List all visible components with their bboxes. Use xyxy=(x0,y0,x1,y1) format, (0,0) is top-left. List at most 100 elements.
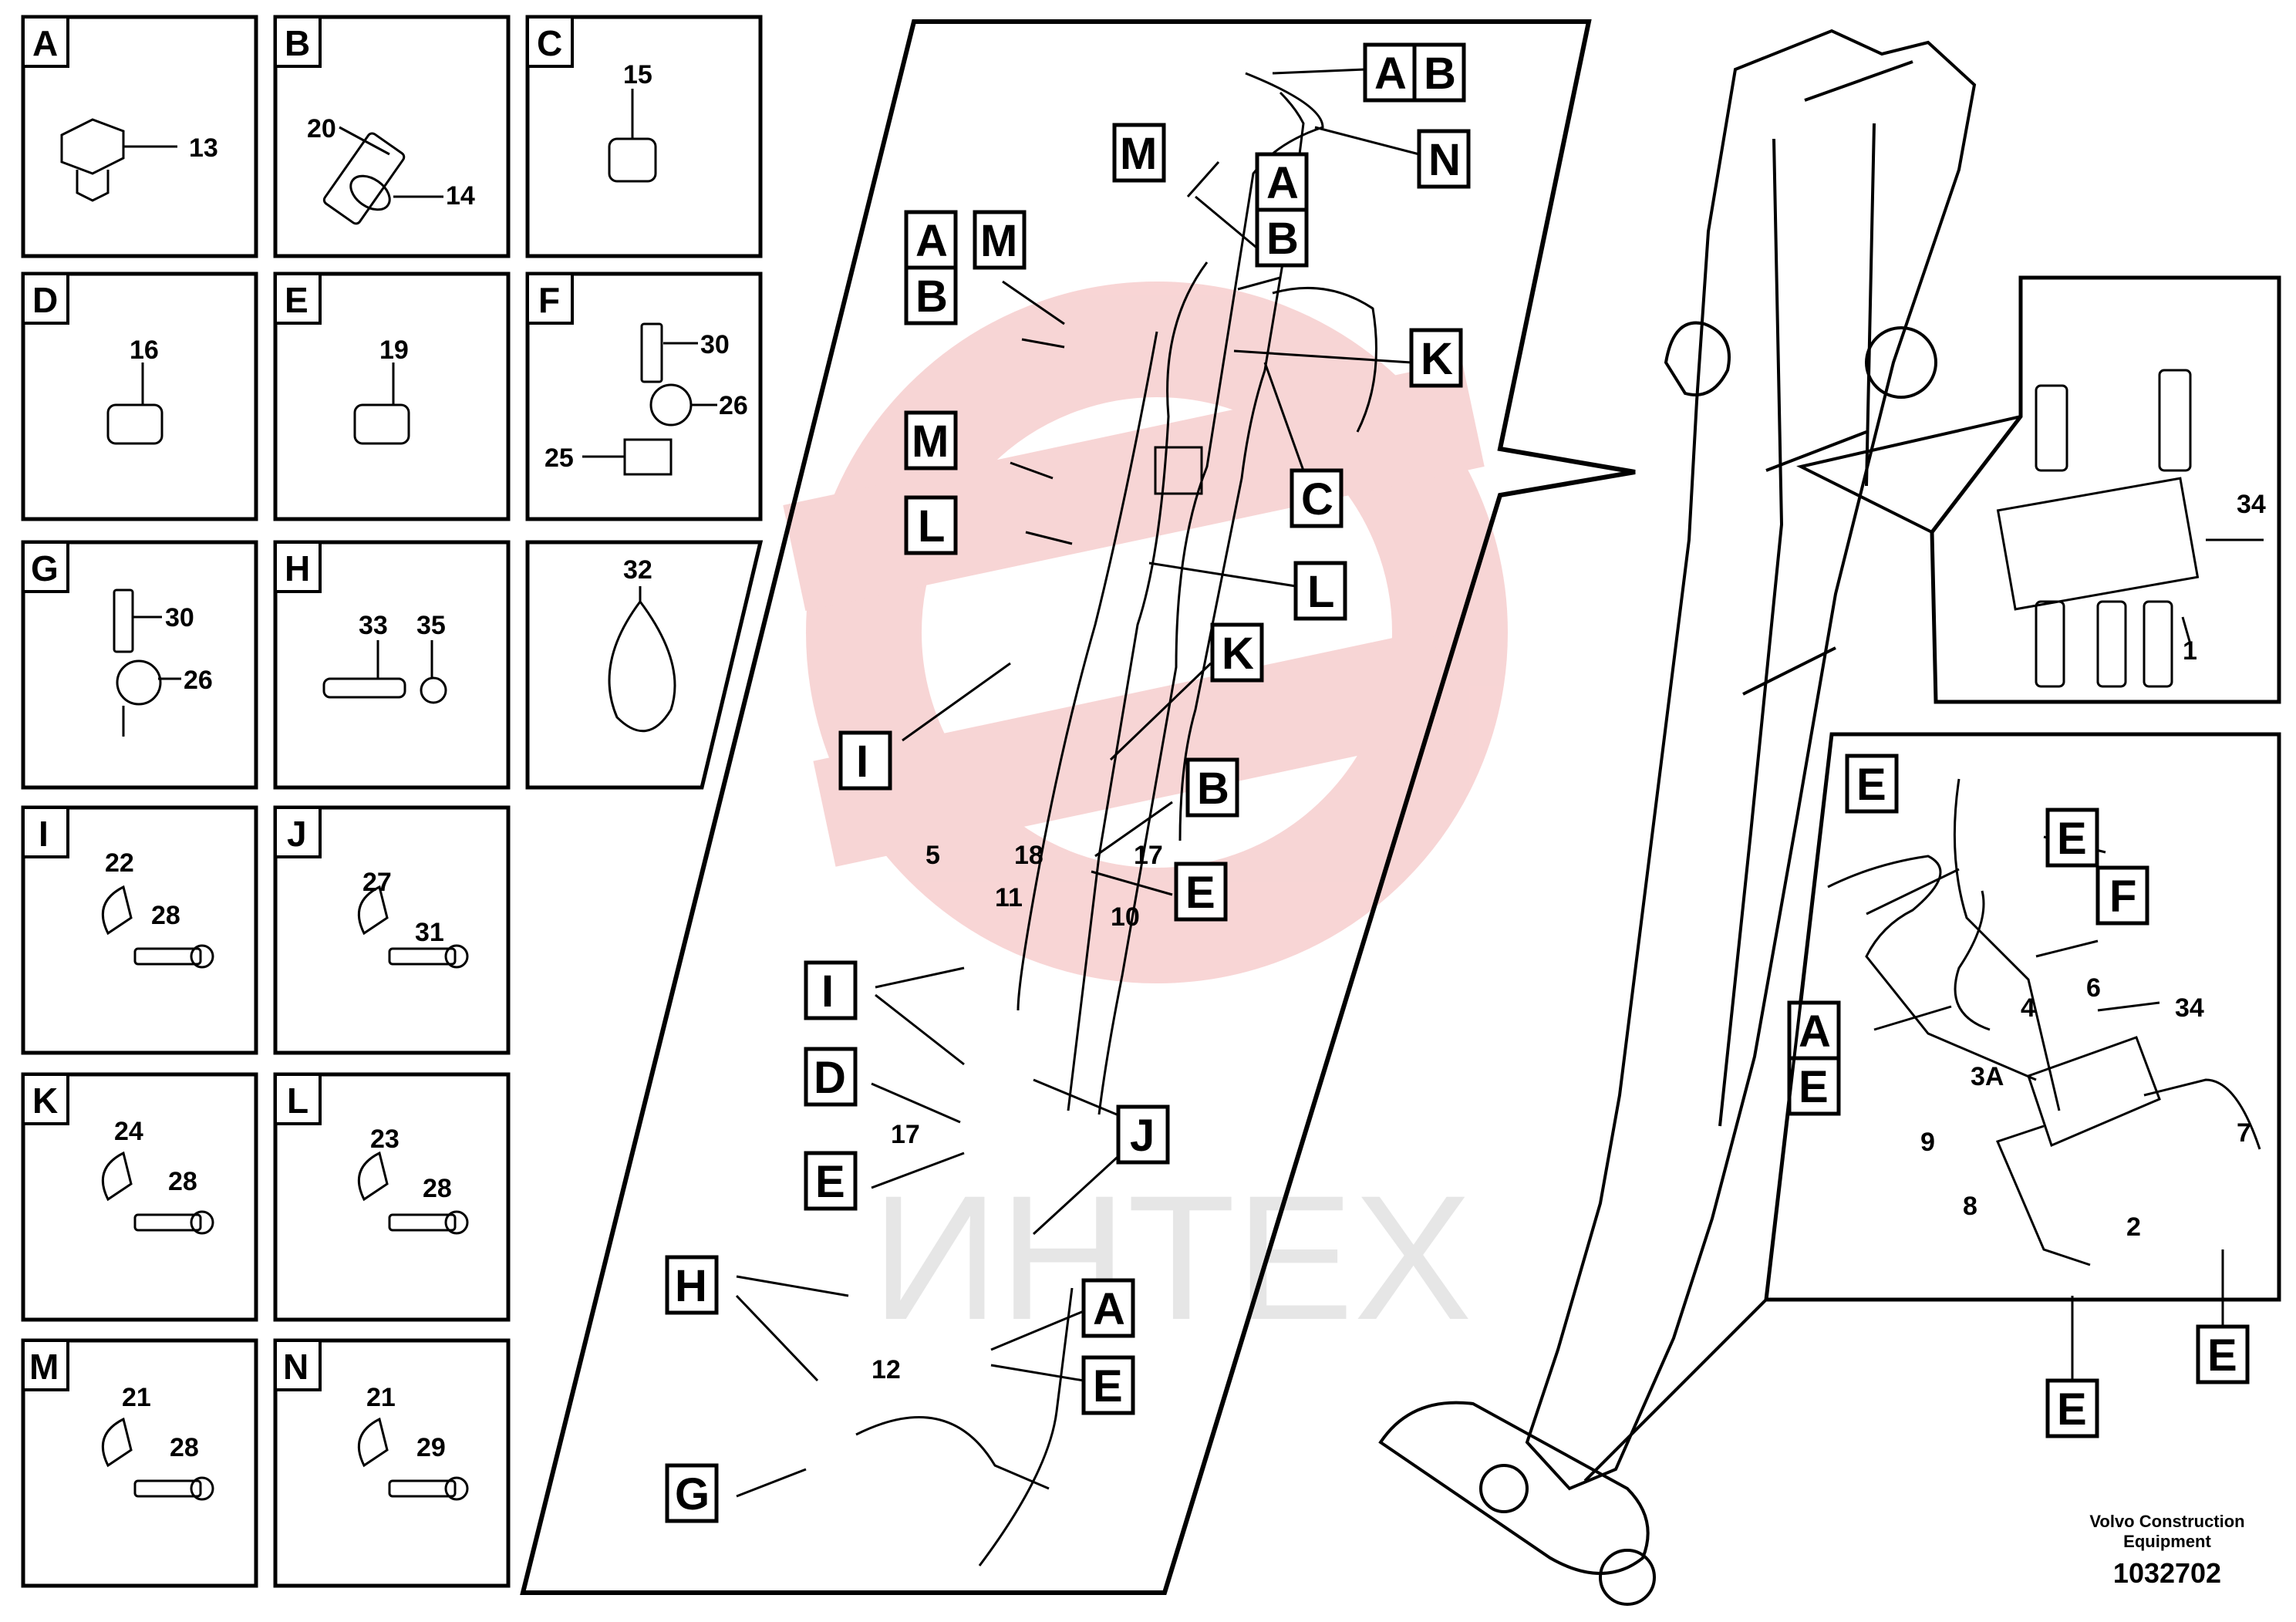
cell-letter-i: I xyxy=(39,814,49,854)
callout-l-left: L xyxy=(918,501,945,551)
part-number-14: 14 xyxy=(446,181,475,211)
part-number-25: 25 xyxy=(544,443,574,473)
part-number-30: 30 xyxy=(700,330,730,359)
cell-g xyxy=(21,540,258,790)
callout-i-top: I xyxy=(856,737,868,787)
hose-lines xyxy=(855,72,1377,1566)
callout-h: H xyxy=(675,1261,707,1311)
detail-number-17-low: 17 xyxy=(891,1120,920,1149)
hose-number-2: 2 xyxy=(2126,1212,2141,1242)
part-number-21-n: 21 xyxy=(366,1383,396,1412)
callout-a-left: A xyxy=(915,216,948,266)
hose-number-9: 9 xyxy=(1920,1128,1935,1157)
callout-b-mid: B xyxy=(1266,214,1299,264)
grid-part-numbers: 13 20 14 15 16 19 30 26 25 30 26 33 35 3… xyxy=(105,60,748,1462)
callout-e-mid: E xyxy=(1185,868,1215,918)
grid-letter-boxes xyxy=(22,15,574,1391)
part-number-30-g: 30 xyxy=(165,603,194,632)
part-number-26: 26 xyxy=(719,391,748,420)
boom-drawing xyxy=(1378,29,1977,1606)
callout-a-top: A xyxy=(1374,49,1407,99)
part-number-16: 16 xyxy=(130,336,159,365)
cell-a xyxy=(21,15,258,258)
callout-m-low: M xyxy=(912,416,949,467)
part-number-26-g: 26 xyxy=(184,666,213,695)
drawing-number: 1032702 xyxy=(2113,1557,2221,1589)
cell-b xyxy=(273,15,511,258)
detail-callout-boxes xyxy=(665,42,1471,1523)
callout-a-mid: A xyxy=(1266,158,1299,208)
cell-d xyxy=(21,271,258,521)
callout-c: C xyxy=(1301,474,1333,524)
detail-callout-letters: A B N M A B A M B K M C L L K I B E I D … xyxy=(675,49,1461,1519)
cell-e xyxy=(273,271,511,521)
detail-number-10: 10 xyxy=(1111,902,1140,932)
part-number-22: 22 xyxy=(105,848,134,878)
cell-letter-c: C xyxy=(537,23,562,63)
part-number-19: 19 xyxy=(379,336,409,365)
detail-panel xyxy=(520,19,1636,1595)
detail-number-5: 5 xyxy=(925,841,940,870)
cell-letter-j: J xyxy=(287,814,307,854)
valve-number-34: 34 xyxy=(2237,490,2266,519)
hose-number-34: 34 xyxy=(2175,993,2204,1023)
part-number-32: 32 xyxy=(623,555,652,585)
cell-f xyxy=(525,271,763,521)
part-number-33: 33 xyxy=(359,611,388,640)
valve-inset: 34 1 xyxy=(1930,275,2281,704)
grid-letters: A B C D E F G H I J K L M N xyxy=(29,23,562,1387)
callout-b-left: B xyxy=(915,271,948,322)
callout-l-right: L xyxy=(1307,567,1334,617)
cell-letter-b: B xyxy=(285,23,310,63)
callout-i-low: I xyxy=(821,966,834,1017)
callout-k-mid: K xyxy=(1222,629,1254,679)
callout-e-left: E xyxy=(815,1157,845,1207)
cell-letter-g: G xyxy=(31,548,59,588)
cell-c xyxy=(525,15,763,258)
company-line-2: Equipment xyxy=(2123,1532,2211,1551)
grid-part-drawings xyxy=(60,89,717,1501)
detail-number-11: 11 xyxy=(995,883,1023,912)
cell-m xyxy=(21,1338,258,1588)
cell-letter-m: M xyxy=(29,1347,59,1387)
footer: Volvo Construction Equipment 1032702 xyxy=(2089,1512,2244,1589)
part-number-21-m: 21 xyxy=(122,1383,151,1412)
hose-callout-e-right: E xyxy=(2057,814,2087,864)
detail-callouts xyxy=(735,68,1420,1498)
hose-callout-e-left: E xyxy=(1799,1062,1829,1112)
hose-number-4: 4 xyxy=(2021,993,2035,1023)
valve-number-1: 1 xyxy=(2183,636,2197,666)
cell-letter-n: N xyxy=(283,1347,308,1387)
callout-m-top: M xyxy=(1120,129,1157,179)
cell-32 xyxy=(525,540,764,790)
hose-number-7: 7 xyxy=(2237,1118,2251,1148)
cell-letter-h: H xyxy=(285,548,310,588)
hose-callout-f: F xyxy=(2109,872,2136,922)
part-number-28-l: 28 xyxy=(423,1174,452,1203)
part-number-24: 24 xyxy=(114,1117,143,1146)
callout-m-left: M xyxy=(980,216,1017,266)
callout-k-top: K xyxy=(1421,334,1453,384)
callout-a-low: A xyxy=(1093,1284,1125,1334)
callout-b-mid2: B xyxy=(1197,764,1229,814)
part-number-20: 20 xyxy=(307,114,336,143)
callout-j: J xyxy=(1130,1111,1155,1161)
part-number-31: 31 xyxy=(415,918,444,947)
hose-callout-a: A xyxy=(1799,1007,1831,1057)
callout-g: G xyxy=(675,1469,710,1519)
callout-d: D xyxy=(814,1053,846,1103)
hose-number-8: 8 xyxy=(1963,1192,1977,1221)
part-number-27: 27 xyxy=(362,868,392,897)
hose-number-3a: 3A xyxy=(1971,1062,2004,1091)
detail-number-18: 18 xyxy=(1014,841,1043,870)
callout-b-top: B xyxy=(1424,49,1456,99)
cell-h xyxy=(273,540,511,790)
cell-i xyxy=(21,805,258,1055)
hose-callout-e-top: E xyxy=(1856,760,1886,810)
detail-part-numbers: 5 18 17 11 10 17 12 xyxy=(872,841,1163,1384)
cell-l xyxy=(273,1072,511,1322)
part-number-28-m: 28 xyxy=(170,1433,199,1462)
callout-e-low: E xyxy=(1093,1361,1123,1411)
part-number-23: 23 xyxy=(370,1125,400,1154)
